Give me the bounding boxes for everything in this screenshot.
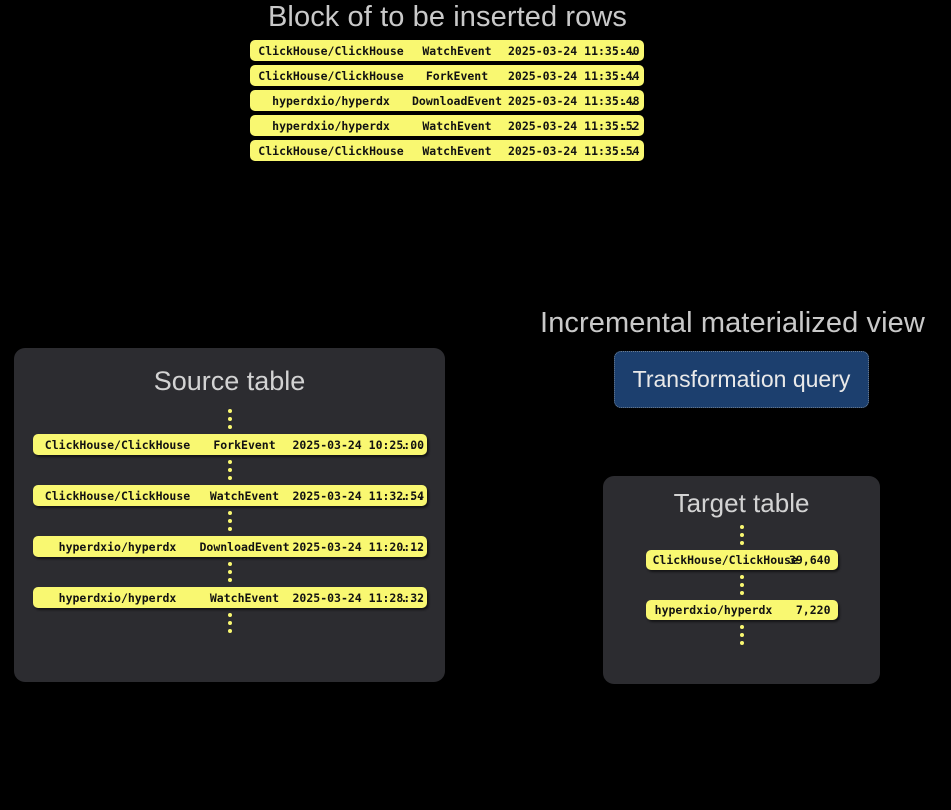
row-timestamp: 2025-03-24 11:28:32 bbox=[292, 590, 425, 605]
row-repo: ClickHouse/ClickHouse bbox=[258, 68, 404, 83]
target-table-title: Target table bbox=[673, 488, 810, 518]
row-key: hyperdxio/hyperdx bbox=[654, 603, 773, 617]
row-timestamp: 2025-03-24 10:25:00 bbox=[292, 437, 425, 452]
row-timestamp: 2025-03-24 11:32:54 bbox=[292, 488, 425, 503]
table-row[interactable]: hyperdxio/hyperdx WatchEvent 2025-03-24 11… bbox=[250, 115, 644, 136]
row-event: WatchEvent bbox=[422, 118, 492, 133]
table-row[interactable]: ClickHouse/ClickHouse WatchEvent 2025-03-2… bbox=[250, 40, 644, 61]
row-repo: hyperdxio/hyperdx bbox=[272, 93, 390, 108]
row-timestamp: 2025-03-24 11:35:44 bbox=[508, 68, 640, 83]
row-timestamp: 2025-03-24 11:35:54 bbox=[508, 143, 640, 158]
row-more-icon: ... bbox=[612, 43, 638, 58]
row-more-icon: ... bbox=[612, 118, 638, 133]
vertical-ellipsis bbox=[227, 562, 232, 582]
row-timestamp: 2025-03-24 11:35:52 bbox=[508, 118, 640, 133]
source-table-rows: ClickHouse/ClickHouse ForkEvent 2025-03-24… bbox=[14, 404, 445, 638]
vertical-ellipsis bbox=[739, 625, 744, 645]
row-more-icon: ... bbox=[612, 143, 638, 158]
row-timestamp: 2025-03-24 11:35:48 bbox=[508, 93, 640, 108]
row-event: WatchEvent bbox=[209, 590, 280, 605]
transformation-query-label: Transformation query bbox=[632, 366, 851, 392]
block-heading: Block of to be inserted rows bbox=[267, 1, 628, 33]
table-row[interactable]: ClickHouse/ClickHouse ForkEvent 2025-03-24… bbox=[32, 434, 427, 455]
row-more-icon: ... bbox=[612, 93, 638, 108]
table-row[interactable]: hyperdxio/hyperdx DownloadEvent 2025-03-24… bbox=[250, 90, 644, 111]
row-repo: ClickHouse/ClickHouse bbox=[258, 43, 404, 58]
row-event: ForkEvent bbox=[425, 68, 489, 83]
row-event: WatchEvent bbox=[422, 43, 492, 58]
table-row[interactable]: ClickHouse/ClickHouse ForkEvent 2025-03-24… bbox=[250, 65, 644, 86]
row-more-icon: ... bbox=[400, 488, 426, 503]
source-table-title: Source table bbox=[153, 366, 306, 396]
row-event: ForkEvent bbox=[213, 437, 276, 452]
row-count: 39,640 bbox=[788, 553, 831, 567]
row-event: WatchEvent bbox=[209, 488, 280, 503]
row-repo: ClickHouse/ClickHouse bbox=[44, 437, 191, 452]
row-repo: hyperdxio/hyperdx bbox=[58, 539, 177, 554]
table-row[interactable]: ClickHouse/ClickHouse WatchEvent 2025-03-2… bbox=[32, 485, 427, 506]
vertical-ellipsis bbox=[227, 460, 232, 480]
row-repo: hyperdxio/hyperdx bbox=[58, 590, 177, 605]
row-more-icon: ... bbox=[400, 437, 426, 452]
row-count: 7,220 bbox=[795, 603, 831, 617]
row-event: DownloadEvent bbox=[411, 93, 502, 108]
row-more-icon: ... bbox=[400, 539, 426, 554]
row-key: ClickHouse/ClickHouse bbox=[652, 553, 798, 567]
row-repo: ClickHouse/ClickHouse bbox=[44, 488, 191, 503]
vertical-ellipsis bbox=[227, 511, 232, 531]
table-row[interactable]: hyperdxio/hyperdx 7,220 bbox=[645, 600, 838, 620]
row-more-icon: ... bbox=[612, 68, 638, 83]
row-repo: hyperdxio/hyperdx bbox=[272, 118, 390, 133]
row-event: WatchEvent bbox=[422, 143, 492, 158]
transformation-query-box[interactable]: Transformation query bbox=[614, 351, 869, 408]
source-table-panel: Source table ClickHouse/ClickHouse ForkEv… bbox=[14, 348, 445, 682]
row-more-icon: ... bbox=[400, 590, 426, 605]
row-repo: ClickHouse/ClickHouse bbox=[258, 143, 404, 158]
vertical-ellipsis bbox=[227, 613, 232, 633]
row-timestamp: 2025-03-24 11:35:40 bbox=[508, 43, 640, 58]
materialized-view-heading: Incremental materialized view bbox=[540, 307, 925, 339]
vertical-ellipsis bbox=[739, 525, 744, 545]
vertical-ellipsis bbox=[227, 409, 232, 429]
vertical-ellipsis bbox=[739, 575, 744, 595]
table-row[interactable]: ClickHouse/ClickHouse WatchEvent 2025-03-2… bbox=[250, 140, 644, 161]
table-row[interactable]: hyperdxio/hyperdx WatchEvent 2025-03-24 11… bbox=[32, 587, 427, 608]
row-timestamp: 2025-03-24 11:20:12 bbox=[292, 539, 425, 554]
row-event: DownloadEvent bbox=[199, 539, 290, 554]
